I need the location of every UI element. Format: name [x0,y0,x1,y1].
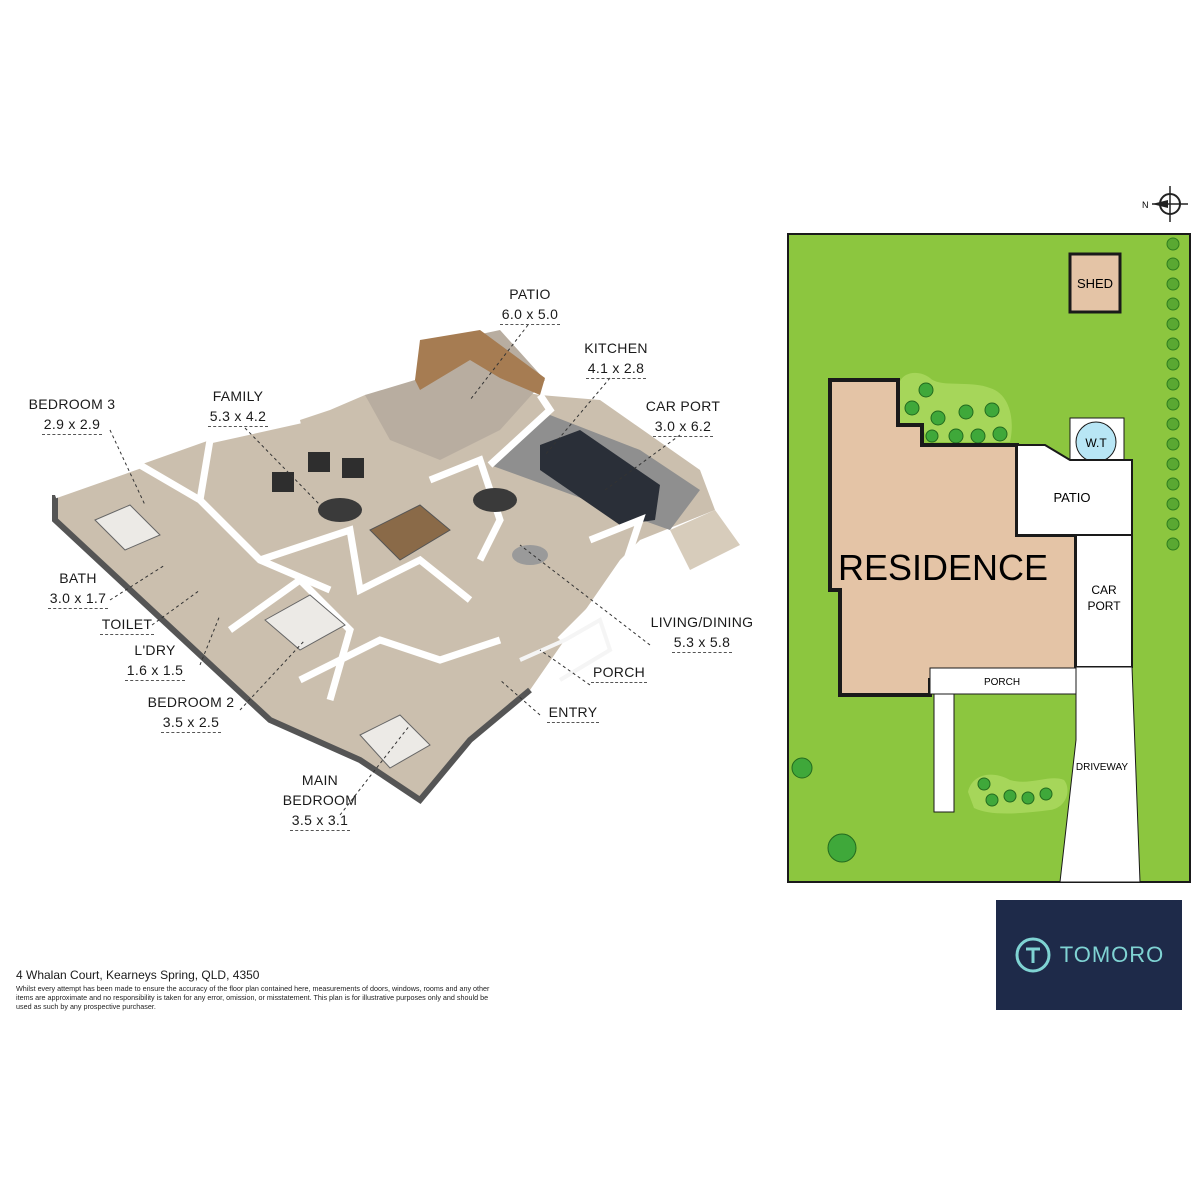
label-patio: PATIO 6.0 x 5.0 [480,284,580,325]
tree [791,757,813,779]
label-entry: ENTRY [540,702,606,723]
label-living: LIVING/DINING 5.3 x 5.8 [642,612,762,653]
porch-rail [519,617,613,682]
driveway [1059,666,1141,883]
shed-label: SHED [1077,276,1113,291]
exterior-walls [52,495,532,804]
patio-label: PATIO [1053,490,1090,505]
property-address: 4 Whalan Court, Kearneys Spring, QLD, 43… [16,968,260,982]
living-dining-table [473,488,517,512]
bed-bedroom3 [94,504,161,551]
armchair [308,452,330,472]
leader-lines [109,324,681,816]
label-main-bedroom: MAIN BEDROOM 3.5 x 3.1 [270,770,370,831]
armchair [272,472,294,492]
tree [827,833,857,863]
site-plan: N SHED RESIDENCE W.T PATIO CAR PORT PORC… [787,186,1191,883]
carport-label-line2: PORT [1087,599,1121,613]
label-bedroom2: BEDROOM 2 3.5 x 2.5 [136,692,246,733]
bed-bedroom2 [264,594,346,651]
carport [1075,534,1133,668]
front-path [933,693,955,813]
disclaimer: Whilst every attempt has been made to en… [16,984,490,1011]
carport-label-line1: CAR [1091,583,1117,597]
label-toilet: TOILET [92,614,162,635]
bed-main [359,714,431,769]
label-bedroom3: BEDROOM 3 2.9 x 2.9 [20,394,124,435]
residence-label: RESIDENCE [838,547,1048,588]
brand-logo: TOMORO [996,900,1182,1010]
hedge-row [1166,237,1180,551]
driveway-label: DRIVEWAY [1076,762,1129,773]
living-coffee-table [512,545,548,565]
label-porch: PORCH [584,662,654,683]
shed [1068,252,1122,314]
north-label: N [1142,200,1149,210]
brand-name: TOMORO [1059,942,1165,967]
driveway-3d [670,510,740,570]
label-bath: BATH 3.0 x 1.7 [28,568,128,609]
wt-label: W.T [1085,436,1107,450]
patio-fence [415,330,545,395]
porch-label: PORCH [984,677,1020,688]
label-family: FAMILY 5.3 x 4.2 [188,386,288,427]
car [540,430,660,525]
patio [1016,444,1133,536]
family-dining-table [318,498,362,522]
floorplan-3d [52,324,740,816]
shrubs-top [904,382,1008,444]
north-compass-icon: N [1142,186,1188,222]
t-circle-icon [1015,937,1051,973]
label-ldry: L'DRY 1.6 x 1.5 [110,640,200,681]
shrubs-bottom [977,777,1053,807]
interior-walls [53,393,646,701]
label-carport: CAR PORT 3.0 x 6.2 [628,396,738,437]
armchair [342,458,364,478]
kitchen-bench [369,504,451,561]
label-kitchen: KITCHEN 4.1 x 2.8 [566,338,666,379]
